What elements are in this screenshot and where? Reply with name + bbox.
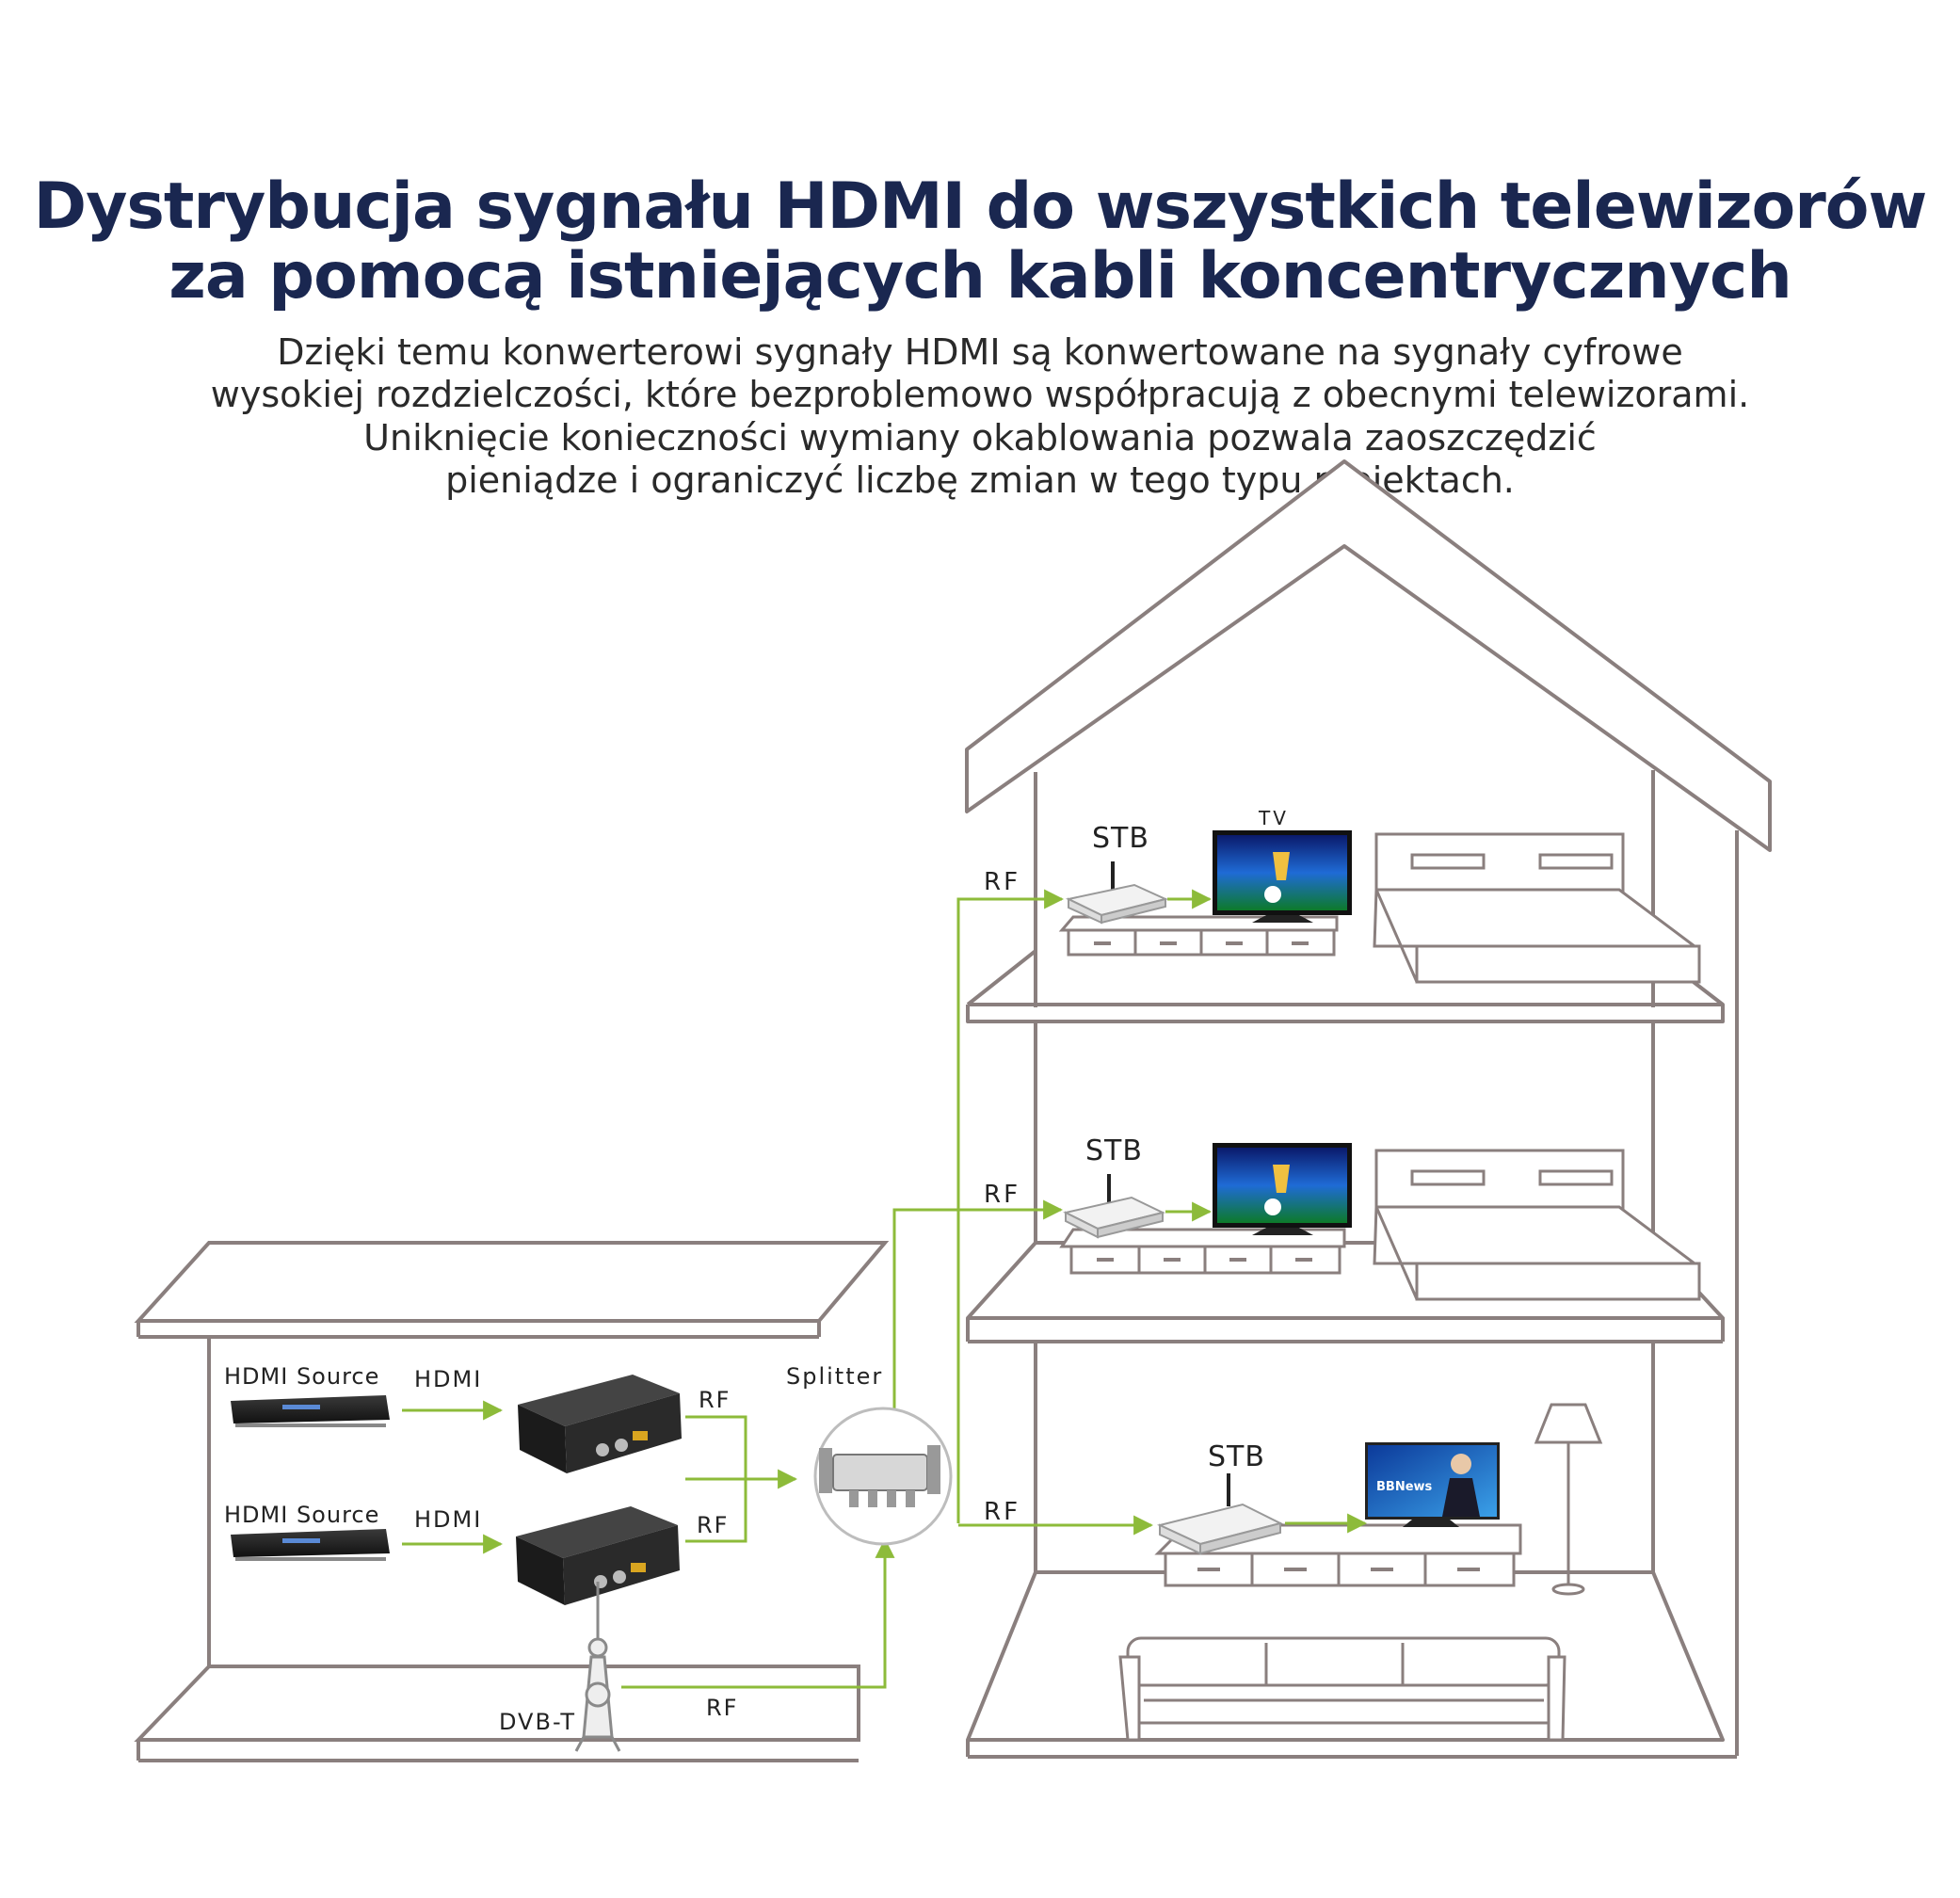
tv-middle-floor bbox=[1213, 1143, 1352, 1235]
tv-ground-floor: BBNews bbox=[1365, 1442, 1500, 1527]
stb-label-top: STB bbox=[1092, 822, 1149, 855]
title-line-1: Dystrybucja sygnału HDMI do wszystkich t… bbox=[33, 169, 1928, 244]
hdmi-source-device-1 bbox=[231, 1395, 390, 1427]
diagram-labels: HDMI Source HDMI Source HDMI HDMI RF RF … bbox=[224, 807, 1289, 1735]
stb-label-middle: STB bbox=[1085, 1134, 1143, 1167]
bed-middle-floor bbox=[1373, 1149, 1701, 1301]
hdmi-label-2: HDMI bbox=[414, 1506, 482, 1533]
bed-top-floor bbox=[1373, 832, 1701, 984]
stb-device-middle bbox=[1063, 1174, 1165, 1239]
title-line-2: za pomocą istniejących kabli koncentrycz… bbox=[169, 239, 1791, 314]
tv-top-floor bbox=[1213, 830, 1352, 923]
subtitle-line-3: Uniknięcie konieczności wymiany okablowa… bbox=[363, 417, 1597, 458]
hdmi-rf-converter-1 bbox=[518, 1375, 682, 1473]
hdmi-source-device-2 bbox=[231, 1529, 390, 1561]
subtitle-line-1: Dzięki temu konwerterowi sygnały HDMI są… bbox=[277, 331, 1683, 373]
signal-lines bbox=[402, 889, 1368, 1689]
rf-label-middle: RF bbox=[984, 1181, 1020, 1209]
news-screen-text: BBNews bbox=[1376, 1480, 1433, 1494]
rf-label-top: RF bbox=[984, 868, 1020, 896]
left-building bbox=[134, 1241, 890, 1762]
tv-label-top: TV bbox=[1258, 807, 1289, 829]
hdmi-source-label-2: HDMI Source bbox=[224, 1502, 379, 1528]
splitter-device bbox=[813, 1407, 953, 1546]
stb-device-ground bbox=[1157, 1473, 1283, 1555]
dvbt-tower-icon bbox=[574, 1582, 621, 1752]
hdmi-source-label-1: HDMI Source bbox=[224, 1363, 379, 1390]
hdmi-label-1: HDMI bbox=[414, 1366, 482, 1392]
rf-label-converter-2: RF bbox=[697, 1512, 729, 1538]
hdmi-rf-converter-2 bbox=[516, 1506, 680, 1605]
sofa bbox=[1118, 1636, 1566, 1742]
rf-label-ground: RF bbox=[984, 1498, 1020, 1526]
rf-label-converter-1: RF bbox=[699, 1387, 731, 1413]
splitter-label: Splitter bbox=[786, 1363, 883, 1390]
stb-device-top bbox=[1065, 861, 1169, 925]
subtitle-line-2: wysokiej rozdzielczości, które bezproble… bbox=[210, 374, 1750, 415]
dvbt-label: DVB-T bbox=[499, 1709, 576, 1735]
rf-label-dvbt: RF bbox=[706, 1695, 738, 1721]
floor-lamp bbox=[1534, 1403, 1603, 1596]
stb-label-ground: STB bbox=[1208, 1440, 1265, 1473]
